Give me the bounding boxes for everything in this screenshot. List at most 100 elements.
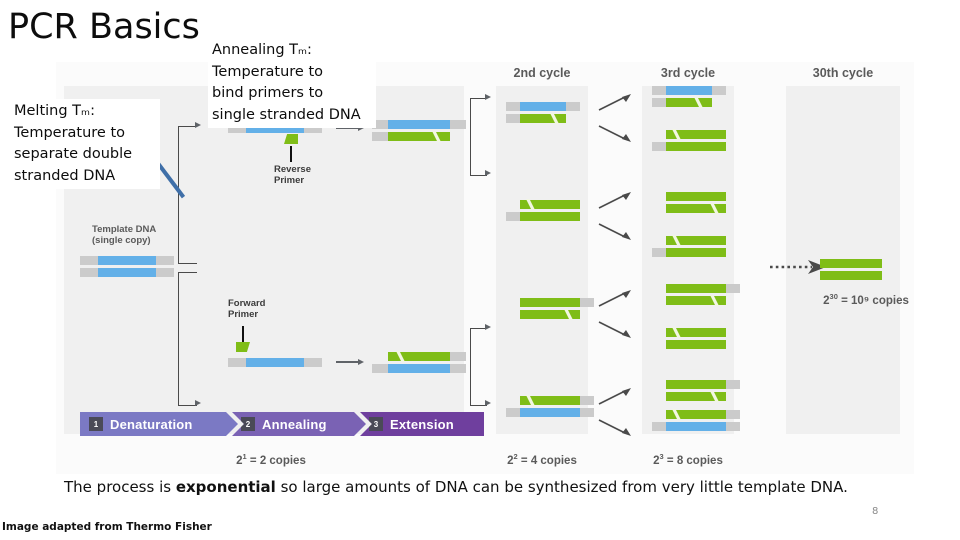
strand-new-green	[520, 114, 566, 123]
arrow-head-2nd-4	[485, 400, 491, 406]
stage-number: 2	[241, 417, 255, 431]
strand-flank-right	[450, 352, 466, 361]
strand-c3-4b	[652, 248, 726, 257]
forward-primer-label: Forward Primer	[228, 298, 266, 320]
cycle-header-2nd: 2nd cycle	[513, 66, 571, 80]
strand-c30-a	[820, 259, 882, 268]
branch-arrow-down-4	[598, 418, 631, 436]
arrow-anneal-to-ext-bottom-head	[358, 358, 364, 365]
strand-new-green	[666, 284, 726, 293]
strand-c3-3b	[666, 203, 726, 214]
page-title: PCR Basics	[8, 7, 200, 47]
copies-label-1st: 21 = 2 copies	[206, 452, 336, 467]
strand-template-blue	[98, 268, 156, 277]
strand-ext-top-b	[372, 131, 450, 142]
melting-callout: Melting Tₘ: Temperature to separate doub…	[10, 99, 160, 189]
strand-flank-left	[80, 256, 98, 265]
strand-c3-4a	[666, 235, 726, 246]
stage-bar: 1 Denaturation 2 Annealing 3 Extension	[80, 412, 484, 436]
strand-flank-right	[726, 380, 740, 389]
arrow-anneal-to-ext-top-line	[336, 127, 358, 129]
strand-flank-left	[372, 132, 388, 141]
panel-cycle2	[496, 86, 588, 434]
stage-number: 3	[369, 417, 383, 431]
stage-label: Extension	[390, 416, 454, 432]
strand-c2-2a	[520, 199, 580, 210]
copies-exponent: 1	[242, 452, 247, 461]
caption-bold: exponential	[175, 478, 276, 496]
strand-flank-left	[228, 124, 246, 133]
stage-denaturation[interactable]: 1 Denaturation	[80, 412, 238, 436]
copies-text: = 2 copies	[246, 454, 306, 467]
stage-extension[interactable]: 3 Extension	[360, 412, 484, 436]
forward-primer-flag	[236, 342, 250, 352]
arrow-anneal-to-ext-bottom-line	[336, 361, 358, 363]
strand-new-green	[520, 200, 580, 209]
annealing-callout: Annealing Tₘ: Temperature to bind primer…	[208, 38, 376, 128]
strand-anneal-bottom	[228, 358, 322, 367]
forward-primer-leader	[242, 326, 244, 342]
strand-c3-2a	[666, 129, 726, 140]
strand-flank-left	[506, 212, 520, 221]
strand-c3-7a	[666, 380, 740, 389]
strand-flank-right	[726, 284, 740, 293]
stage-label: Denaturation	[110, 416, 193, 432]
strand-new-green	[666, 192, 726, 201]
strand-flank-right	[156, 256, 174, 265]
branch-arrow-down-1	[598, 124, 631, 142]
caption-suffix: so large amounts of DNA can be synthesiz…	[275, 478, 848, 496]
page-number: 8	[872, 506, 879, 517]
strand-flank-right	[304, 358, 322, 367]
strand-template-blue	[388, 364, 450, 373]
strand-c2-1a	[506, 102, 580, 111]
strand-flank-left	[652, 86, 666, 95]
strand-flank-left	[228, 358, 246, 367]
branch-arrow-up-3	[598, 290, 631, 307]
strand-template-blue	[520, 408, 580, 417]
strand-ext-top-a	[372, 120, 466, 129]
pcr-diagram: 2nd cycle 3rd cycle 30th cycle Template …	[56, 62, 914, 474]
copies-base: 2	[823, 294, 830, 307]
copies-exponent: 30	[829, 292, 838, 301]
split-bracket-lower	[178, 272, 197, 406]
strand-flank-right	[580, 396, 594, 405]
strand-c3-6b	[666, 340, 726, 349]
strand-template-blue	[98, 256, 156, 265]
reverse-primer-label: Reverse Primer	[274, 164, 311, 186]
cycle-header-3rd: 3rd cycle	[660, 66, 716, 80]
bracket-ext-top	[470, 98, 487, 176]
strand-flank-right	[450, 120, 466, 129]
stage-annealing[interactable]: 2 Annealing	[232, 412, 366, 436]
strand-new-green	[520, 298, 580, 307]
strand-template-blue	[666, 422, 726, 431]
copies-exponent: 2	[513, 452, 518, 461]
strand-template-blue	[246, 124, 304, 133]
strand-c2-1b	[506, 113, 566, 124]
reverse-primer-flag	[284, 134, 298, 144]
strand-c3-8b	[652, 422, 740, 431]
strand-flank-left	[506, 408, 520, 417]
arrow-head-2nd-2	[485, 170, 491, 176]
strand-flank-right	[450, 364, 466, 373]
strand-new-green	[666, 204, 726, 213]
strand-c3-1a	[652, 86, 726, 95]
strand-new-green	[666, 130, 726, 139]
strand-flank-left	[652, 422, 666, 431]
strand-c2-4a	[520, 395, 594, 406]
strand-flank-left	[506, 102, 520, 111]
strand-flank-left	[506, 114, 520, 123]
strand-template-blue	[520, 102, 566, 111]
copies-base: 2	[653, 454, 660, 467]
template-dna-label: Template DNA (single copy)	[92, 224, 157, 246]
strand-flank-left	[80, 268, 98, 277]
copies-exponent: 3	[659, 452, 664, 461]
strand-new-green	[388, 132, 450, 141]
strand-new-green	[666, 236, 726, 245]
strand-flank-right	[304, 124, 322, 133]
strand-new-green	[666, 142, 726, 151]
arrow-head-2nd-1	[485, 94, 491, 100]
caption-prefix: The process is	[64, 478, 176, 496]
stage-label: Annealing	[262, 416, 327, 432]
reverse-primer-leader	[290, 146, 292, 162]
